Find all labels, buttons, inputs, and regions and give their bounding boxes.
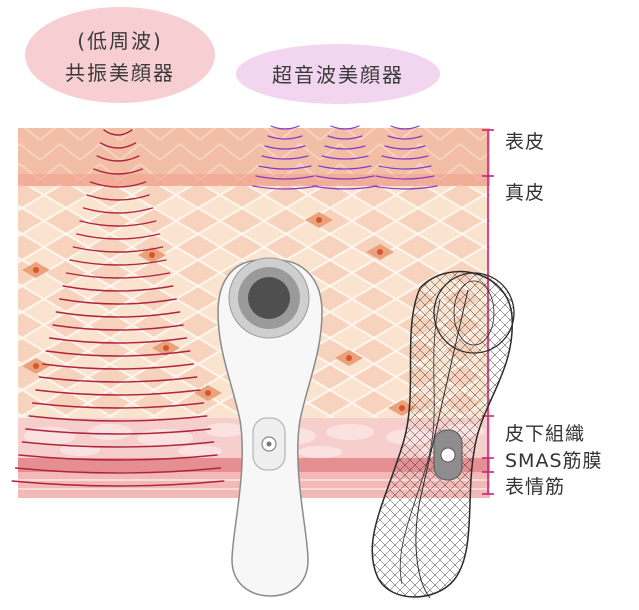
label-dermis: 真皮 bbox=[505, 182, 545, 204]
label-facial-muscle: 表情筋 bbox=[505, 476, 565, 498]
low-frequency-label-line1: (低周波) bbox=[77, 29, 163, 53]
low-frequency-bubble: (低周波) 共振美顔器 bbox=[25, 7, 215, 103]
ultrasonic-label: 超音波美顔器 bbox=[272, 63, 404, 87]
ultrasonic-bubble: 超音波美顔器 bbox=[236, 44, 440, 104]
wireframe-button-icon bbox=[441, 448, 455, 462]
label-epidermis: 表皮 bbox=[505, 131, 545, 153]
low-frequency-label-line2: 共振美顔器 bbox=[65, 61, 175, 85]
epidermis-base bbox=[18, 174, 490, 186]
power-button-dot bbox=[267, 442, 272, 447]
label-smas: SMAS筋膜 bbox=[505, 450, 603, 472]
device-head-core bbox=[248, 277, 290, 319]
label-subcutaneous: 皮下組織 bbox=[505, 423, 585, 445]
wireframe-head bbox=[434, 273, 514, 353]
